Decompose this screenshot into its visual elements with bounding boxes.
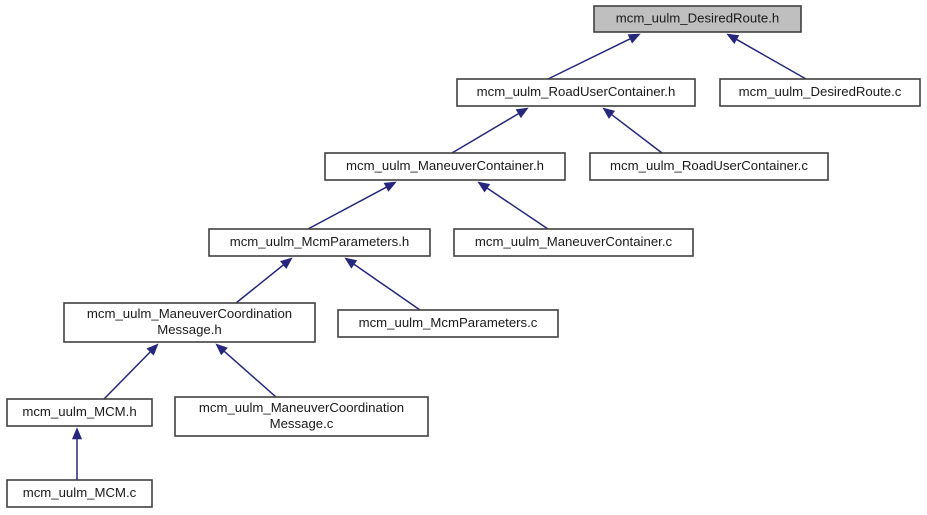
- graph-edge: [307, 181, 397, 230]
- graph-node-maneuvercontainer_h[interactable]: mcm_uulm_ManeuverContainer.h: [324, 152, 566, 181]
- node-label: mcm_uulm_DesiredRoute.c: [739, 84, 902, 99]
- edge-arrowhead-icon: [602, 107, 616, 119]
- graph-edge: [344, 257, 421, 311]
- edge-arrowhead-icon: [383, 181, 397, 192]
- node-label: Message.c: [270, 416, 334, 431]
- node-label: mcm_uulm_McmParameters.h: [230, 234, 410, 249]
- graph-node-maneuvercontainer_c[interactable]: mcm_uulm_ManeuverContainer.c: [453, 228, 694, 257]
- edge-arrowhead-icon: [515, 107, 529, 119]
- graph-node-mcm_c[interactable]: mcm_uulm_MCM.c: [6, 479, 153, 508]
- edge-arrowhead-icon: [215, 343, 228, 356]
- node-box[interactable]: [589, 152, 829, 181]
- edge-line: [736, 38, 807, 80]
- node-label: mcm_uulm_RoadUserContainer.h: [477, 84, 676, 99]
- node-label: mcm_uulm_McmParameters.c: [359, 315, 538, 330]
- graph-nodes-layer: mcm_uulm_DesiredRoute.h mcm_uulm_RoadUser…: [6, 5, 921, 508]
- edge-line: [223, 350, 277, 398]
- graph-node-mcmparameters_c[interactable]: mcm_uulm_McmParameters.c: [337, 309, 559, 338]
- node-box[interactable]: [63, 302, 316, 343]
- node-box[interactable]: [324, 152, 566, 181]
- node-label: mcm_uulm_ManeuverContainer.c: [475, 234, 673, 249]
- graph-edge: [235, 257, 293, 304]
- edge-arrowhead-icon: [627, 33, 641, 44]
- node-box[interactable]: [174, 396, 429, 437]
- node-box[interactable]: [6, 398, 153, 427]
- edge-arrowhead-icon: [477, 181, 491, 193]
- node-box[interactable]: [453, 228, 694, 257]
- node-label: Message.h: [157, 322, 222, 337]
- graph-node-desiredroute_c[interactable]: mcm_uulm_DesiredRoute.c: [719, 78, 921, 107]
- graph-node-mcm_h[interactable]: mcm_uulm_MCM.h: [6, 398, 153, 427]
- edge-line: [547, 38, 631, 80]
- graph-node-roadusercontainer_h[interactable]: mcm_uulm_RoadUserContainer.h: [456, 78, 696, 107]
- node-label: mcm_uulm_ManeuverContainer.h: [346, 158, 544, 173]
- graph-node-desiredroute_h[interactable]: mcm_uulm_DesiredRoute.h: [593, 5, 802, 33]
- graph-edge: [103, 343, 159, 400]
- edge-arrowhead-icon: [280, 257, 293, 270]
- node-label: mcm_uulm_DesiredRoute.h: [616, 10, 779, 25]
- edge-arrowhead-icon: [146, 343, 159, 356]
- graph-edge: [71, 427, 83, 480]
- edge-arrowhead-icon: [726, 33, 740, 44]
- node-box[interactable]: [456, 78, 696, 107]
- node-box[interactable]: [6, 479, 153, 508]
- graph-edge: [726, 33, 807, 80]
- edge-line: [451, 112, 519, 154]
- graph-edge: [602, 107, 663, 154]
- edge-line: [486, 187, 549, 230]
- node-label: mcm_uulm_MCM.c: [23, 485, 137, 500]
- node-box[interactable]: [337, 309, 559, 338]
- node-label: mcm_uulm_MCM.h: [22, 404, 136, 419]
- edge-line: [353, 263, 421, 311]
- node-box[interactable]: [719, 78, 921, 107]
- graph-node-mcmparameters_h[interactable]: mcm_uulm_McmParameters.h: [208, 228, 431, 257]
- edge-line: [611, 114, 663, 154]
- node-box[interactable]: [208, 228, 431, 257]
- graph-node-roadusercontainer_c[interactable]: mcm_uulm_RoadUserContainer.c: [589, 152, 829, 181]
- edge-arrowhead-icon: [71, 427, 83, 440]
- node-label: mcm_uulm_RoadUserContainer.c: [610, 158, 808, 173]
- graph-edge: [477, 181, 549, 230]
- edge-line: [235, 264, 284, 304]
- graph-edge: [215, 343, 277, 398]
- node-label: mcm_uulm_ManeuverCoordination: [87, 306, 292, 321]
- node-label: mcm_uulm_ManeuverCoordination: [199, 400, 404, 415]
- node-box[interactable]: [593, 5, 802, 33]
- edge-line: [103, 351, 151, 400]
- edge-line: [307, 186, 387, 230]
- edge-arrowhead-icon: [344, 257, 358, 269]
- graph-edge: [547, 33, 641, 80]
- graph-edge: [451, 107, 529, 154]
- graph-edges-layer: [71, 33, 807, 480]
